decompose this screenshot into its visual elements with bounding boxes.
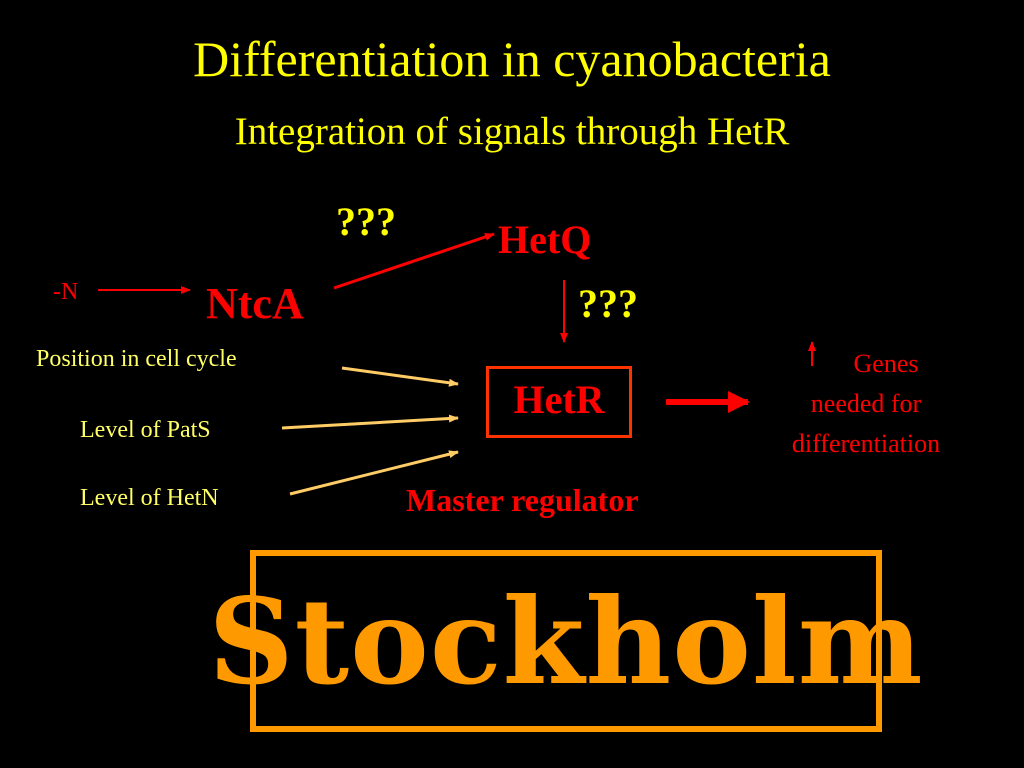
position-cell-cycle-label: Position in cell cycle xyxy=(36,346,237,372)
ntca-label: NtcA xyxy=(206,279,304,328)
genes-label: Genes needed for differentiation xyxy=(760,344,972,464)
genes-line-2: needed for xyxy=(810,389,922,418)
genes-line-1: Genes xyxy=(853,349,919,378)
stockholm-wordmark: Stockholm xyxy=(208,571,924,711)
hetq-label: HetQ xyxy=(498,217,592,262)
master-regulator-label: Master regulator xyxy=(406,482,639,518)
genes-line-3: differentiation xyxy=(791,429,941,458)
arrow-pats-to-hetr xyxy=(281,414,459,430)
level-hetn-label: Level of HetN xyxy=(80,485,219,511)
level-pats-label: Level of PatS xyxy=(80,417,211,443)
slide-subtitle: Integration of signals through HetR xyxy=(234,110,790,153)
minus-n-label: -N xyxy=(53,279,79,305)
arrow-cycle-to-hetr xyxy=(341,366,459,387)
arrow-ntca-to-hetq xyxy=(333,232,495,290)
hetr-box xyxy=(486,366,632,438)
hetr-label: HetR xyxy=(513,377,605,422)
slide-title: Differentiation in cyanobacteria xyxy=(193,31,831,87)
arrow-hetn-to-hetr xyxy=(289,450,459,496)
unknown-signal-top: ??? xyxy=(336,199,396,244)
stockholm-frame xyxy=(250,550,882,732)
unknown-signal-right: ??? xyxy=(578,281,638,326)
